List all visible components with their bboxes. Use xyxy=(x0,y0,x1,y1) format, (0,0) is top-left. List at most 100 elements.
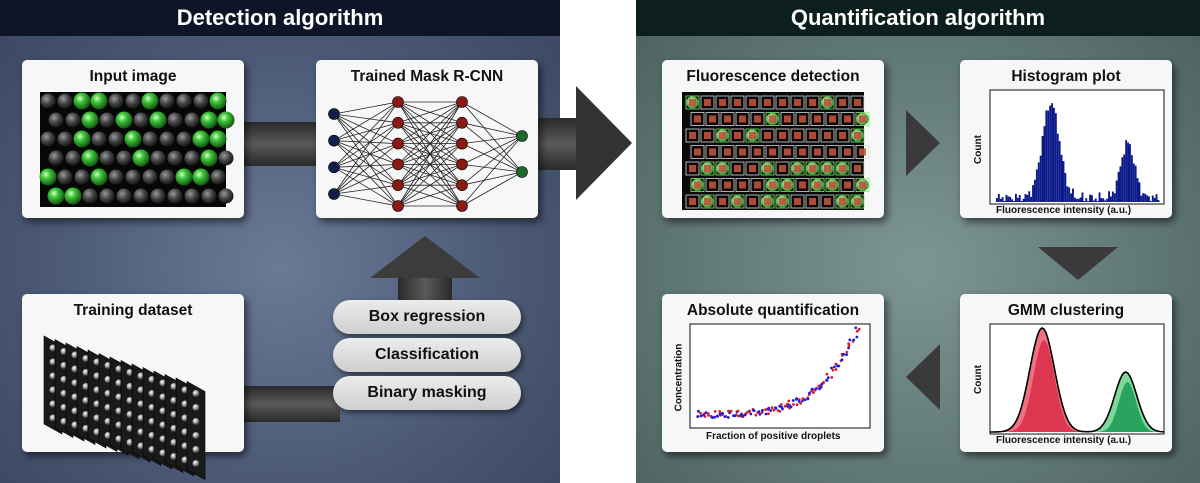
positive-droplet xyxy=(81,149,99,167)
network-node xyxy=(392,200,404,212)
negative-droplet xyxy=(176,131,192,147)
negative-droplet xyxy=(108,93,124,109)
histogram-x-label: Fluorescence intensity (a.u.) xyxy=(996,205,1132,216)
network-node xyxy=(456,96,468,108)
histogram-bar xyxy=(1020,201,1023,202)
negative-droplet xyxy=(176,93,192,109)
histogram-bar xyxy=(1026,194,1029,202)
scatter-point-blue xyxy=(818,387,821,391)
histogram-bar xyxy=(1098,192,1101,202)
negative-droplet xyxy=(184,112,200,128)
negative-droplet xyxy=(57,131,73,147)
scatter-point-blue xyxy=(704,411,708,414)
detection-box xyxy=(715,95,730,110)
scatter-point-blue xyxy=(847,346,850,350)
detection-box xyxy=(685,161,700,176)
histogram-bar xyxy=(1062,161,1065,202)
negative-droplet xyxy=(40,131,56,147)
detection-box xyxy=(745,95,760,110)
detection-box xyxy=(835,128,850,143)
histogram-bar xyxy=(1089,194,1091,202)
stage-classification: Classification xyxy=(333,338,521,372)
positive-droplet xyxy=(64,187,82,205)
histogram-bar xyxy=(1153,197,1156,202)
negative-droplet xyxy=(210,169,226,185)
detection-box xyxy=(700,194,715,209)
detection-box xyxy=(690,178,705,192)
scatter-point-blue xyxy=(854,326,858,330)
scatter-point-blue xyxy=(830,366,833,370)
detection-box xyxy=(790,194,805,209)
scatter-point-blue xyxy=(718,412,722,416)
detection-box xyxy=(735,178,750,192)
detection-box xyxy=(735,145,750,159)
histogram-bar xyxy=(1115,180,1118,202)
detection-box xyxy=(805,95,820,110)
detection-box xyxy=(840,145,855,159)
histogram-bar xyxy=(1075,198,1078,202)
histogram-bar xyxy=(1094,198,1097,202)
negative-droplet xyxy=(116,150,132,166)
histogram-bar xyxy=(1070,193,1072,202)
detection-box xyxy=(835,95,850,110)
scatter-point-red xyxy=(736,414,740,418)
detection-box xyxy=(795,145,810,159)
negative-droplet xyxy=(65,112,81,128)
histogram-bar xyxy=(1058,141,1061,202)
scatter-point-red xyxy=(729,409,733,413)
positive-droplet xyxy=(200,149,218,167)
scatter-point-blue xyxy=(791,399,795,402)
detection-box xyxy=(690,145,705,159)
negative-droplet xyxy=(167,112,183,128)
negative-droplet xyxy=(167,150,183,166)
histogram-bar xyxy=(1132,163,1135,202)
detection-box xyxy=(850,194,865,209)
input-image-card: Input image xyxy=(22,60,244,218)
scatter-point-blue xyxy=(789,405,793,409)
network-node xyxy=(392,137,404,150)
detection-box xyxy=(730,161,745,176)
histogram-bar xyxy=(1110,196,1112,202)
scatter-point-red xyxy=(736,409,740,413)
scatter-point-red xyxy=(699,411,702,415)
network-node xyxy=(456,158,468,171)
scatter-point-blue xyxy=(758,412,762,416)
scatter-point-blue xyxy=(832,365,836,369)
negative-droplet xyxy=(142,169,158,185)
positive-droplet xyxy=(149,111,167,129)
scatter-point-red xyxy=(770,406,774,410)
histogram-bar xyxy=(1047,110,1050,202)
histogram-bar xyxy=(1151,195,1154,202)
scatter-point-blue xyxy=(713,415,716,419)
detection-box xyxy=(805,128,820,143)
scatter-point-blue xyxy=(699,414,703,418)
negative-droplet xyxy=(218,150,234,166)
detection-box xyxy=(715,161,730,176)
histogram-bar xyxy=(1022,198,1025,202)
detection-box xyxy=(840,112,855,126)
detection-box xyxy=(685,95,700,110)
scatter-point-red xyxy=(847,344,851,348)
positive-droplet xyxy=(200,111,218,129)
network-node xyxy=(456,137,468,150)
scatter-point-blue xyxy=(835,364,839,368)
scatter-point-blue xyxy=(803,398,807,402)
negative-droplet xyxy=(201,188,217,204)
scatter-point-blue xyxy=(820,382,824,386)
negative-droplet xyxy=(91,131,107,147)
positive-droplet xyxy=(192,168,210,186)
positive-droplet xyxy=(81,111,99,129)
quant-y-label: Concentration xyxy=(673,343,685,412)
scatter-point-red xyxy=(812,391,815,395)
detection-box xyxy=(805,194,820,209)
scatter-point-red xyxy=(847,342,850,345)
detection-to-quantification-arrowhead xyxy=(576,86,632,200)
histogram-bar xyxy=(997,193,1000,202)
detection-box xyxy=(760,194,775,209)
scatter-point-blue xyxy=(752,409,756,412)
histogram-bar xyxy=(1066,186,1069,202)
detection-box xyxy=(685,128,700,143)
scatter-point-blue xyxy=(795,398,798,401)
positive-droplet xyxy=(209,130,227,148)
detection-box xyxy=(720,178,735,192)
